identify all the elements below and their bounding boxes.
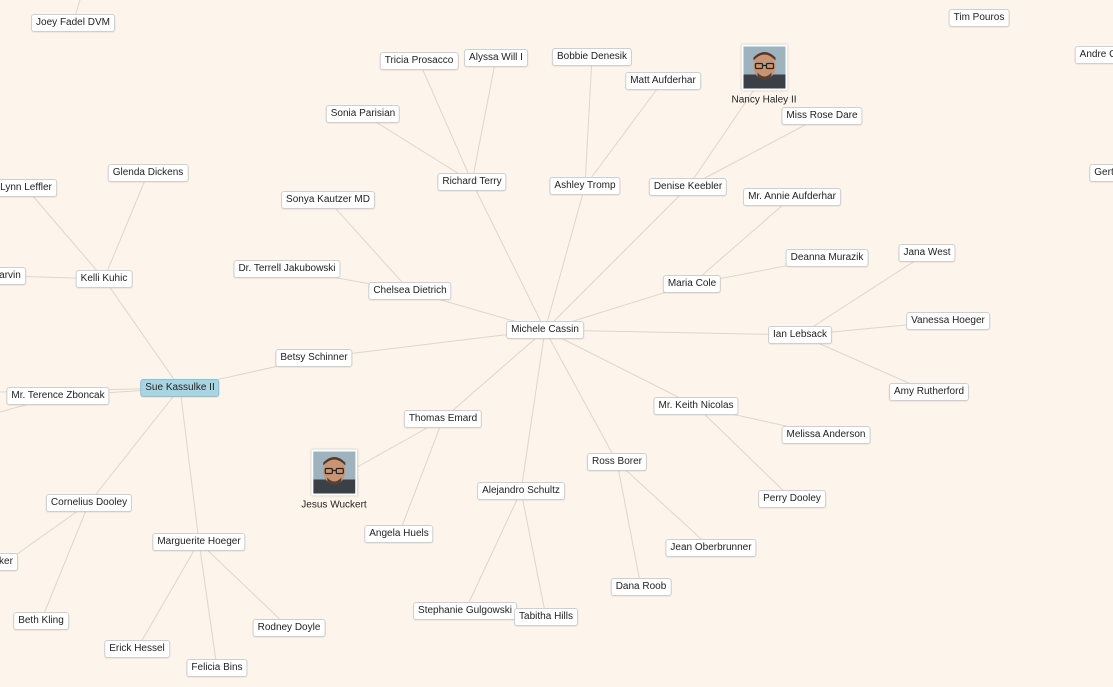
node-chelsea[interactable]: Chelsea Dietrich: [368, 282, 452, 300]
edge-maria-annie: [691, 196, 793, 285]
node-jesus[interactable]: Jesus Wuckert: [301, 449, 367, 511]
person-photo-icon: [741, 44, 787, 91]
node-annie[interactable]: Mr. Annie Aufderhar: [743, 188, 841, 206]
node-felicia[interactable]: Felicia Bins: [186, 659, 248, 677]
edge-cornelius-ker: [5, 502, 90, 563]
node-rodney[interactable]: Rodney Doyle: [252, 619, 326, 637]
node-sue[interactable]: Sue Kassulke II: [140, 379, 220, 397]
edge-richard-alyssa: [471, 57, 497, 183]
edge-keith-perry: [695, 405, 793, 500]
edge-marguerite-rodney: [198, 541, 290, 629]
node-beth[interactable]: Beth Kling: [13, 612, 69, 630]
person-photo-icon: [310, 449, 357, 496]
node-angela[interactable]: Angela Huels: [364, 525, 434, 543]
node-maria[interactable]: Maria Cole: [662, 275, 722, 293]
node-alejandro[interactable]: Alejandro Schultz: [477, 482, 565, 500]
edge-michele-keith: [544, 329, 697, 407]
edge-michele-alejandro: [520, 329, 546, 492]
edge-alejandro-tabitha: [520, 490, 547, 618]
edge-ross-dana: [616, 461, 642, 588]
node-jana[interactable]: Jana West: [898, 244, 956, 262]
node-gert[interactable]: Gert: [1089, 164, 1113, 182]
node-matt[interactable]: Matt Aufderhar: [625, 72, 701, 90]
edge-cornelius-beth: [40, 502, 90, 622]
node-melissa[interactable]: Melissa Anderson: [781, 426, 871, 444]
edge-chelsea-sonya: [327, 199, 411, 292]
node-label: Nancy Haley II: [731, 94, 797, 106]
node-arvin[interactable]: arvin: [0, 267, 26, 285]
edge-sue-marguerite: [179, 387, 200, 543]
node-tabitha[interactable]: Tabitha Hills: [514, 608, 578, 626]
node-terence[interactable]: Mr. Terence Zboncak: [6, 387, 110, 405]
node-michele[interactable]: Michele Cassin: [506, 321, 584, 339]
edge-michele-denise: [544, 186, 689, 331]
edge-michele-ross: [544, 329, 618, 463]
node-perry[interactable]: Perry Dooley: [758, 490, 826, 508]
edge-ian-jana: [799, 252, 928, 336]
edge-michele-ashley: [544, 185, 586, 331]
edge-sue-cornelius: [88, 387, 181, 504]
node-andre[interactable]: Andre C: [1074, 46, 1113, 64]
node-ker[interactable]: ker: [0, 553, 18, 571]
edge-ashley-bobbie: [584, 56, 593, 187]
edge-ross-jean: [616, 461, 712, 549]
node-lynn[interactable]: Lynn Leffler: [0, 179, 57, 197]
node-nancy[interactable]: Nancy Haley II: [731, 44, 797, 106]
edge-michele-richard: [471, 181, 546, 331]
node-tim[interactable]: Tim Pouros: [948, 9, 1010, 27]
edge-denise-rose: [687, 115, 823, 188]
node-betsy[interactable]: Betsy Schinner: [275, 349, 353, 367]
node-sonya[interactable]: Sonya Kautzer MD: [281, 191, 375, 209]
node-jean[interactable]: Jean Oberbrunner: [665, 539, 757, 557]
edge-kelli-lynn: [25, 187, 105, 280]
edge-michele-ian: [544, 329, 801, 336]
node-joey[interactable]: Joey Fadel DVM: [31, 14, 115, 32]
edge-richard-tricia: [418, 60, 473, 183]
edge-kelli-glenda: [103, 172, 149, 280]
node-kelli[interactable]: Kelli Kuhic: [75, 270, 133, 288]
node-ian[interactable]: Ian Lebsack: [768, 326, 832, 344]
node-ross[interactable]: Ross Borer: [586, 453, 648, 471]
node-richard[interactable]: Richard Terry: [437, 173, 507, 191]
node-rose[interactable]: Miss Rose Dare: [781, 107, 863, 125]
node-stephanie[interactable]: Stephanie Gulgowski: [413, 602, 517, 620]
node-tricia[interactable]: Tricia Prosacco: [379, 52, 459, 70]
node-sonia[interactable]: Sonia Parisian: [325, 105, 401, 123]
node-glenda[interactable]: Glenda Dickens: [107, 164, 189, 182]
edge-sue-kelli: [103, 278, 181, 389]
edge-michele-thomas: [442, 329, 546, 420]
node-amy[interactable]: Amy Rutherford: [888, 383, 970, 401]
edge-marguerite-erick: [136, 541, 200, 650]
node-vanessa[interactable]: Vanessa Hoeger: [906, 312, 990, 330]
node-thomas[interactable]: Thomas Emard: [403, 410, 483, 428]
node-marguerite[interactable]: Marguerite Hoeger: [152, 533, 246, 551]
edge-alejandro-stephanie: [464, 490, 522, 612]
node-dana[interactable]: Dana Roob: [610, 578, 672, 596]
edge-denise-nancy: [687, 74, 765, 188]
edge-richard-sonia: [362, 113, 473, 183]
node-label: Jesus Wuckert: [301, 499, 367, 511]
node-alyssa[interactable]: Alyssa Will I: [464, 49, 528, 67]
node-deanna[interactable]: Deanna Murazik: [785, 249, 869, 267]
node-cornelius[interactable]: Cornelius Dooley: [45, 494, 133, 512]
edge-marguerite-felicia: [198, 541, 218, 669]
node-denise[interactable]: Denise Keebler: [648, 178, 728, 196]
edge-ashley-matt: [584, 80, 664, 187]
node-bobbie[interactable]: Bobbie Denesik: [551, 48, 633, 66]
node-keith[interactable]: Mr. Keith Nicolas: [653, 397, 739, 415]
edge-ian-amy: [799, 334, 930, 393]
node-ashley[interactable]: Ashley Tromp: [549, 177, 621, 195]
edge-thomas-angela: [398, 418, 444, 535]
node-erick[interactable]: Erick Hessel: [104, 640, 170, 658]
node-terrell[interactable]: Dr. Terrell Jakubowski: [233, 260, 341, 278]
